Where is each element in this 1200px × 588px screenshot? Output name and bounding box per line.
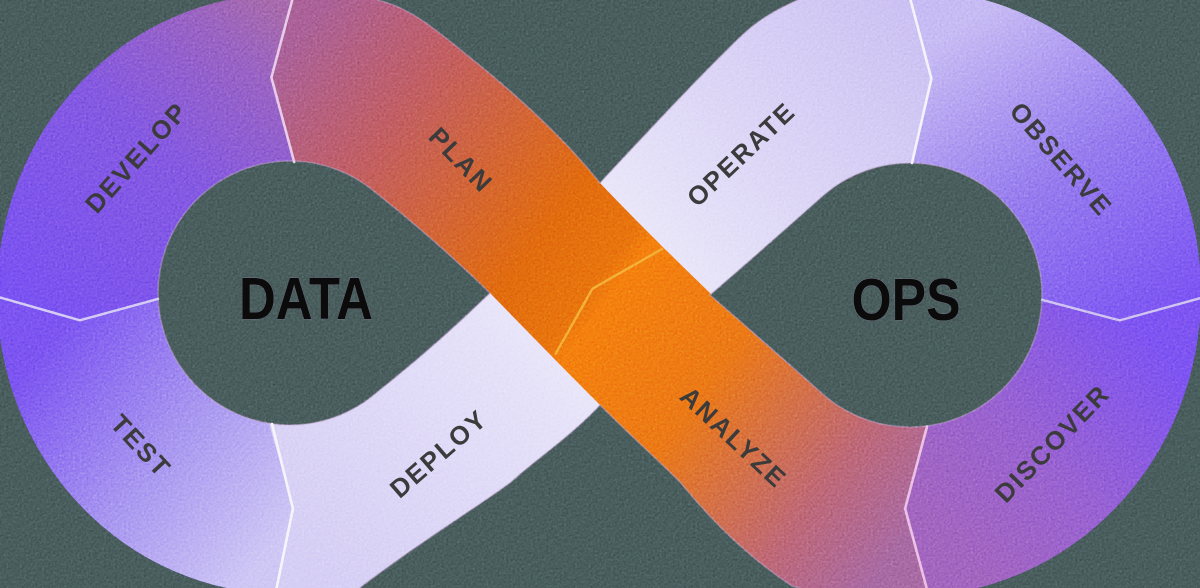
svg-text:DATA: DATA [239, 266, 373, 332]
svg-text:OPS: OPS [852, 267, 961, 333]
